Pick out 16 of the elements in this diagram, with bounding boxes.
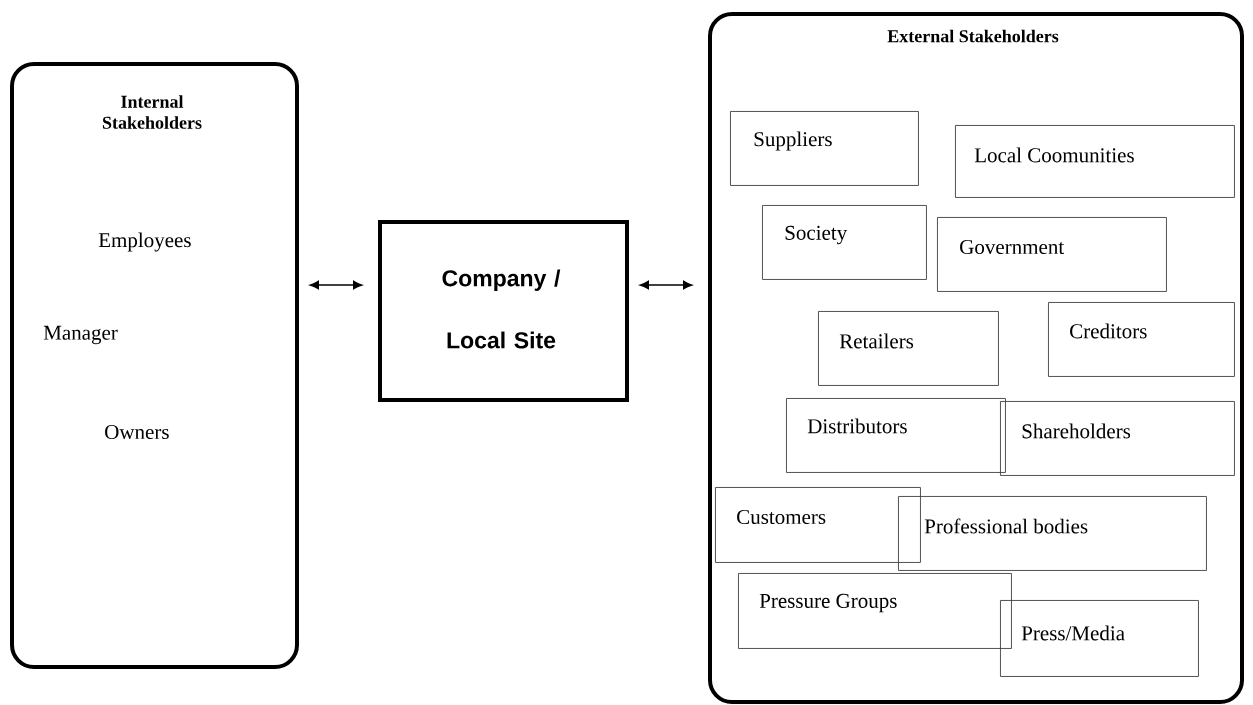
double-arrow xyxy=(639,280,693,290)
stakeholder-box: Society xyxy=(762,205,927,280)
stakeholder-box: Pressure Groups xyxy=(738,573,1012,649)
stakeholder-box: Government xyxy=(937,217,1167,292)
stakeholder-box: Local Coomunities xyxy=(955,125,1235,198)
stakeholder-group-box: Internal Stakeholders Employees Manager Owners xyxy=(10,62,299,669)
stakeholder-box: Retailers xyxy=(818,311,999,386)
company-box: Company / Local Site xyxy=(378,220,629,402)
stakeholder-box: Customers xyxy=(715,487,921,563)
stakeholder-box: Shareholders xyxy=(1000,401,1235,476)
stakeholder-box: Distributors xyxy=(786,398,1006,473)
stakeholder-box: Suppliers xyxy=(730,111,919,186)
stakeholder-box: Press/Media xyxy=(1000,600,1199,677)
stakeholder-box: Professional bodies xyxy=(898,496,1207,571)
stakeholder-box: Creditors xyxy=(1048,302,1235,377)
double-arrow xyxy=(309,280,363,290)
